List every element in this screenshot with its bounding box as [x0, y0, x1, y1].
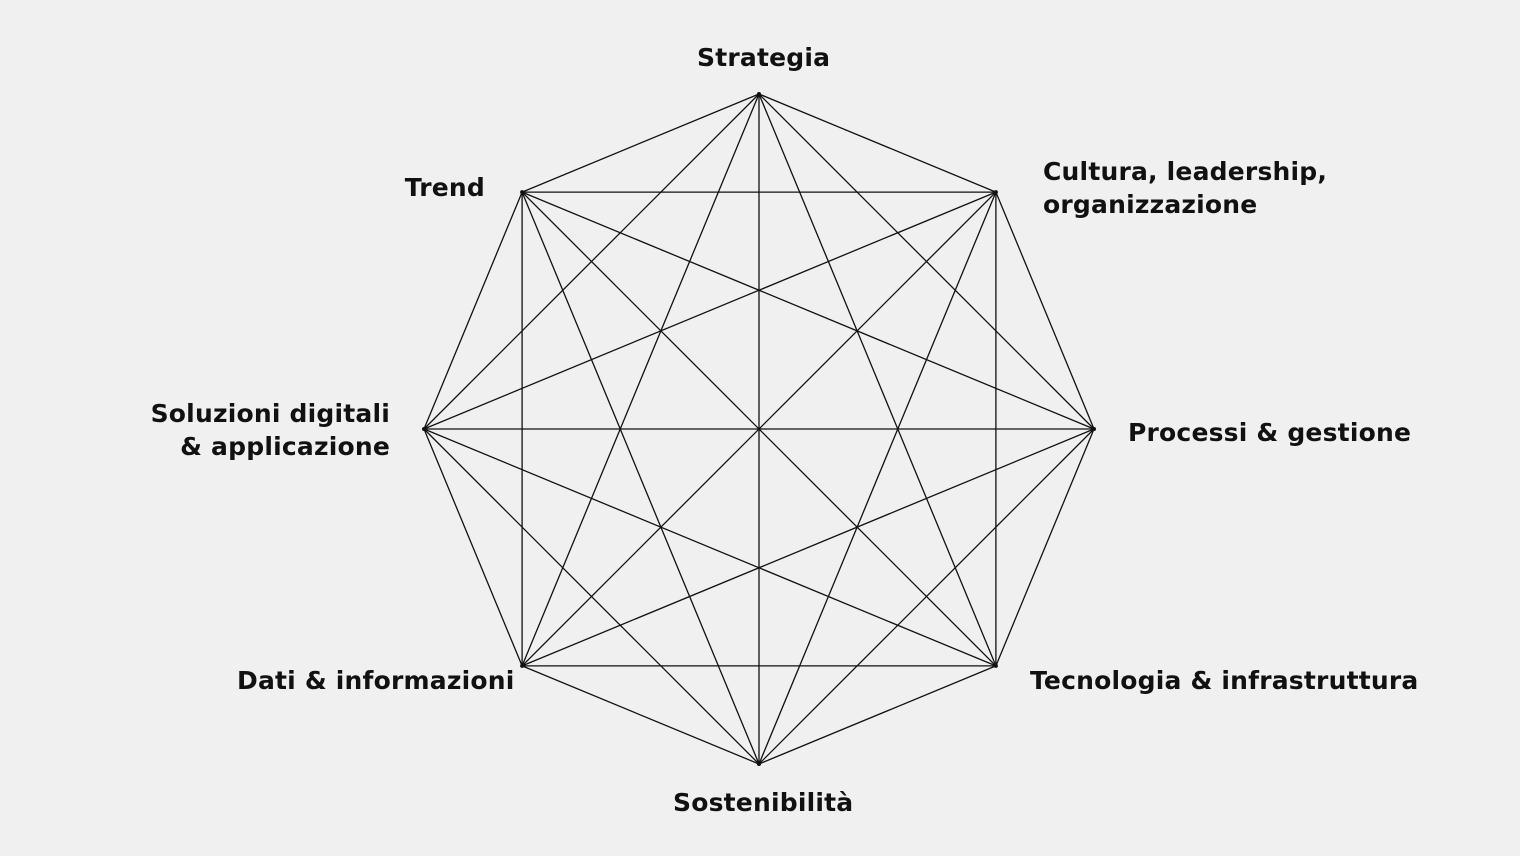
node-label-cultura-leadership-organizzazione: Cultura, leadership, organizzazione: [1043, 157, 1328, 219]
edge-2-5: [521, 428, 1095, 667]
vertex-5: [520, 663, 525, 668]
edge-3-6: [423, 428, 997, 667]
node-label-dati-informazioni: Dati & informazioni: [237, 666, 515, 695]
edge-2-3: [995, 428, 1095, 667]
edge-4-5: [521, 665, 760, 765]
edge-5-6: [423, 428, 523, 667]
vertex-4: [757, 762, 761, 766]
edge-2-7: [521, 191, 1095, 430]
node-label-trend: Trend: [404, 173, 485, 202]
node-label-processi-gestione: Processi & gestione: [1128, 418, 1412, 447]
vertex-7: [520, 190, 525, 195]
edge-0-3: [758, 93, 997, 667]
vertex-2: [1092, 427, 1096, 431]
vertex-6: [422, 427, 426, 431]
connection-lines: [423, 93, 1095, 765]
edge-1-4: [758, 191, 997, 765]
edge-0-5: [521, 93, 760, 667]
node-label-soluzioni-digitali-applicazione: Soluzioni digitali & applicazione: [150, 399, 390, 461]
vertex-0: [757, 92, 761, 96]
edge-0-1: [758, 93, 997, 193]
node-label-tecnologia-infrastruttura: Tecnologia & infrastruttura: [1030, 666, 1419, 695]
edge-6-7: [423, 191, 523, 430]
edge-3-7: [521, 191, 997, 667]
vertex-1: [993, 190, 998, 195]
edge-4-6: [423, 428, 760, 765]
node-label-sostenibilita: Sostenibilità: [673, 788, 854, 817]
edge-3-4: [758, 665, 997, 765]
node-points: [422, 92, 1096, 766]
vertex-3: [993, 663, 998, 668]
edge-1-6: [423, 191, 997, 430]
node-label-strategia: Strategia: [697, 43, 831, 72]
edge-4-7: [521, 191, 760, 765]
edge-1-2: [995, 191, 1095, 430]
edge-0-7: [521, 93, 760, 193]
